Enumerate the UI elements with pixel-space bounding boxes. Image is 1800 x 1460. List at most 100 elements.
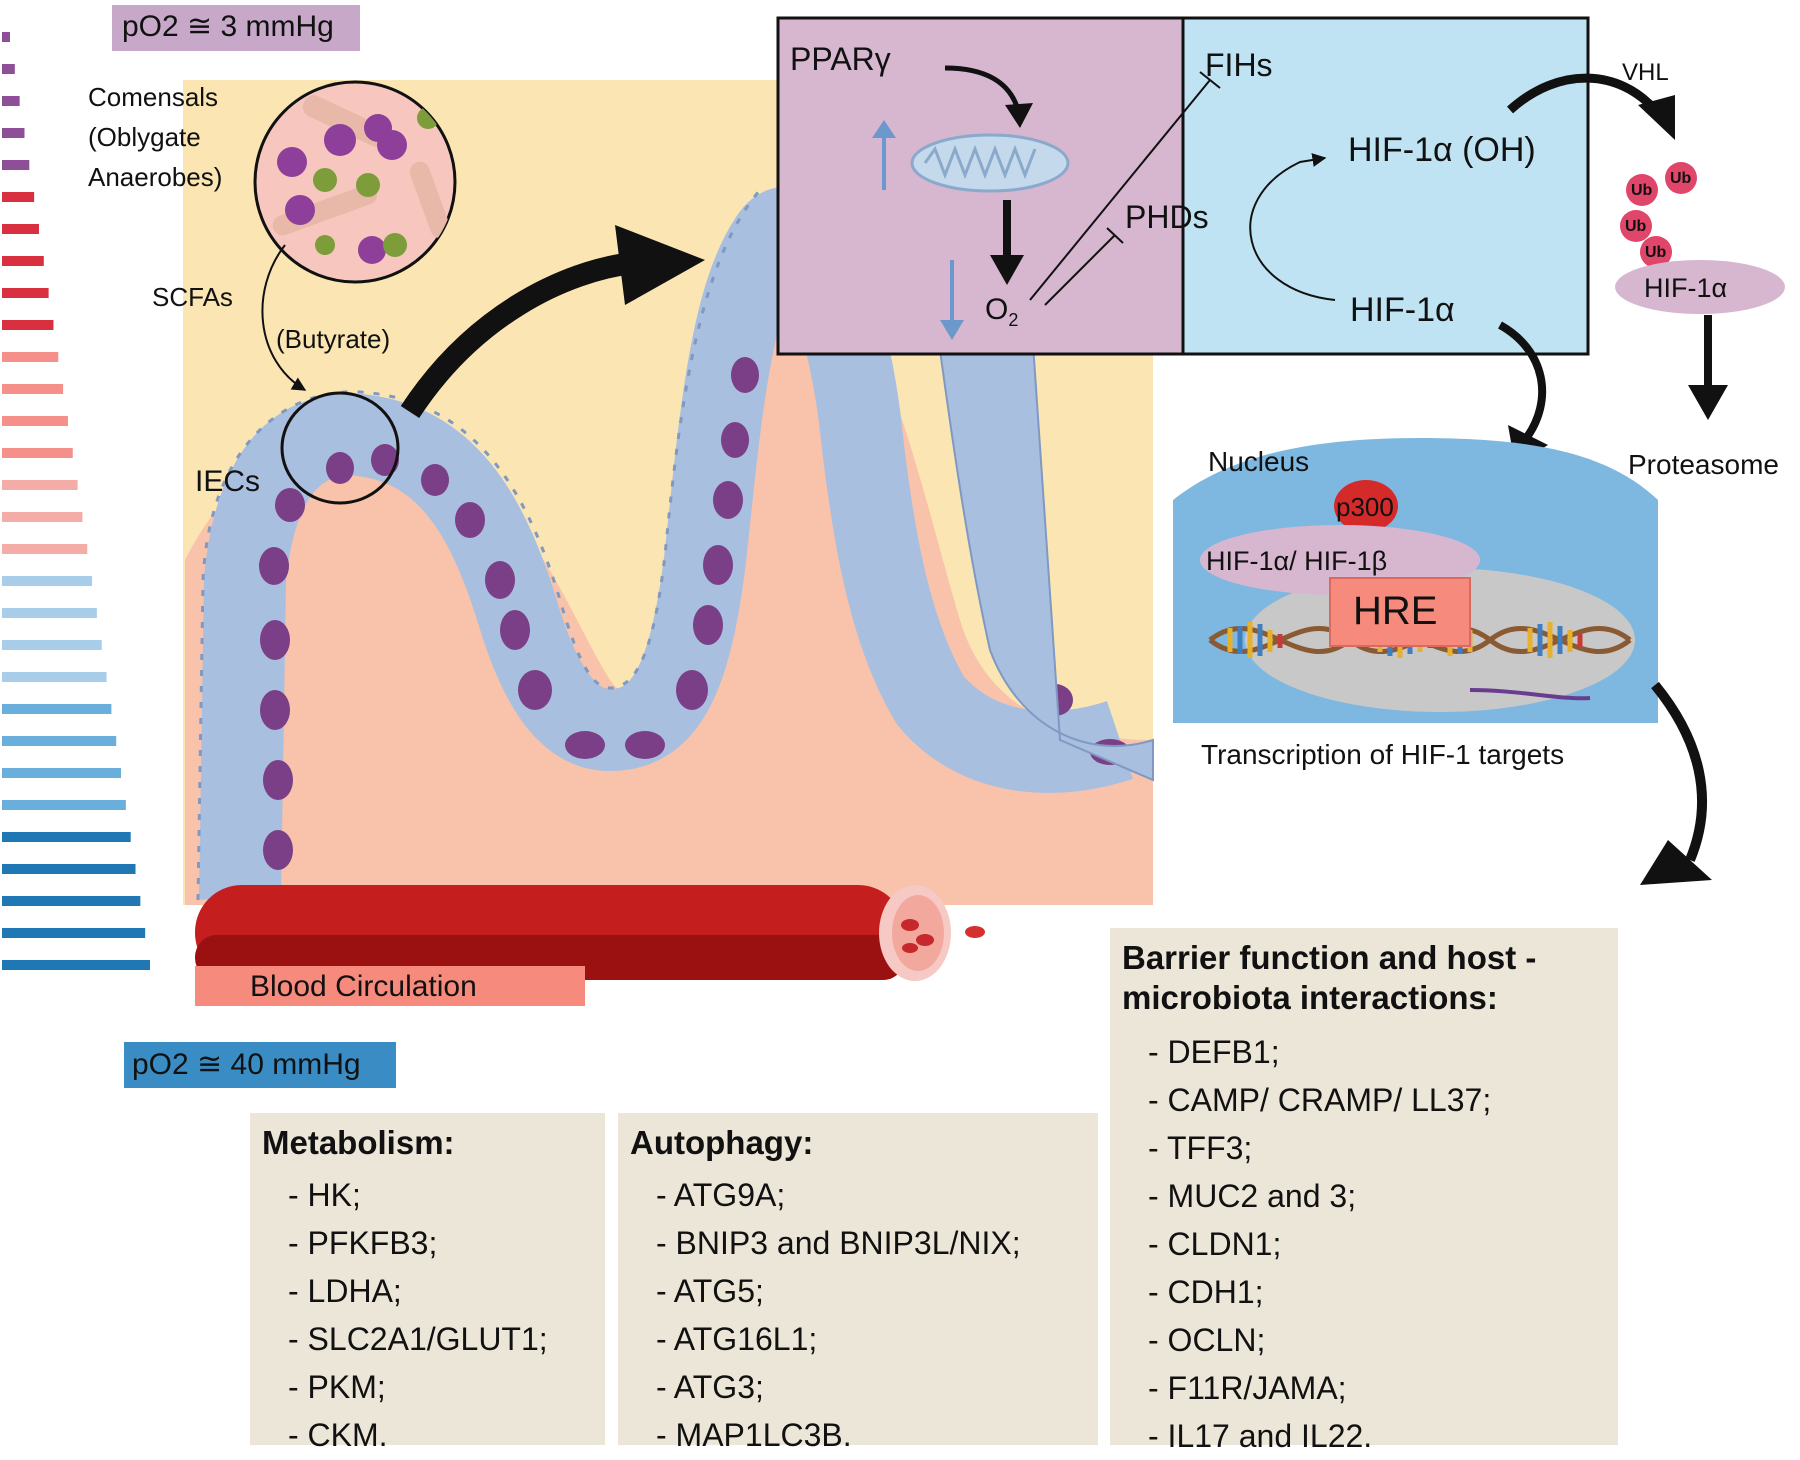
gradient-bar: [2, 576, 93, 586]
gradient-bar: [2, 480, 78, 490]
oxygen-gradient-bars: [2, 32, 150, 970]
autophagy-list: - ATG9A; - BNIP3 and BNIP3L/NIX; - ATG5; - …: [656, 1171, 1021, 1459]
gradient-bar: [2, 544, 88, 554]
gradient-bar: [2, 928, 146, 938]
po2-high-box: [124, 1042, 396, 1088]
vhl-arrow: [1506, 73, 1659, 114]
barrier-item: - CDH1;: [1148, 1274, 1264, 1310]
commensals-label-2: (Oblygate: [88, 122, 201, 152]
barrier-item: - CLDN1;: [1148, 1226, 1282, 1262]
metabolism-header: Metabolism:: [262, 1124, 455, 1161]
ub-label-1: Ub: [1670, 170, 1692, 187]
gradient-bar: [2, 160, 30, 170]
proteasome-label: Proteasome: [1628, 449, 1779, 480]
barrier-item: - CAMP/ CRAMP/ LL37;: [1148, 1082, 1492, 1118]
barrier-header-line1: Barrier function and host -: [1122, 939, 1537, 976]
gradient-bar: [2, 736, 117, 746]
gradient-bar: [2, 288, 49, 298]
gradient-bar: [2, 352, 59, 362]
gradient-bar: [2, 224, 39, 234]
barrier-header-line2: microbiota interactions:: [1122, 978, 1498, 1016]
autophagy-header: Autophagy:: [630, 1124, 814, 1161]
targets-arrow: [1651, 681, 1708, 862]
gradient-bar: [2, 320, 54, 330]
lamina-propria: [185, 276, 1153, 905]
phds-label: PHDs: [1125, 199, 1209, 235]
commensals-label-3: Anaerobes): [88, 162, 223, 192]
barrier-item: - DEFB1;: [1148, 1034, 1280, 1070]
po2-low-box: [112, 5, 360, 51]
barrier-item: - IL17 and IL22.: [1148, 1418, 1373, 1454]
hif-panel: [1181, 16, 1590, 356]
gradient-bar: [2, 192, 35, 202]
ppar-arrow: [944, 65, 1021, 111]
metabolism-item: - PFKFB3;: [288, 1225, 438, 1261]
o2-inhibits-phds: [1044, 234, 1116, 306]
gradient-bar: [2, 96, 20, 106]
autophagy-box: Autophagy: - ATG9A; - BNIP3 and BNIP3L/NI…: [618, 1113, 1098, 1453]
gradient-bar: [2, 768, 122, 778]
ub-label-4: Ub: [1645, 244, 1667, 261]
gradient-bar: [2, 384, 64, 394]
down-arrow-icon: [940, 260, 964, 340]
zoom-arrow-head: [615, 225, 705, 305]
vhl-label: VHL: [1622, 59, 1669, 86]
p300-label: p300: [1336, 492, 1394, 522]
scfas-label: SCFAs: [152, 282, 233, 312]
o2-inhibits-fihs: [1029, 79, 1211, 301]
metabolism-item: - SLC2A1/GLUT1;: [288, 1321, 548, 1357]
metabolism-item: - HK;: [288, 1177, 361, 1213]
scfa-arrow: [261, 244, 307, 391]
gradient-bar: [2, 640, 102, 650]
blood-circulation-label: Blood Circulation: [250, 970, 477, 1003]
autophagy-item: - ATG5;: [656, 1273, 764, 1309]
iecs-label: IECs: [195, 465, 261, 498]
gradient-bar: [2, 832, 131, 842]
zoom-arrow: [400, 251, 642, 419]
gradient-bar: [2, 512, 83, 522]
autophagy-item: - ATG9A;: [656, 1177, 786, 1213]
degraded-hif-ellipse: [1615, 260, 1785, 314]
hre-label: HRE: [1353, 589, 1438, 633]
o2-label: O2: [985, 293, 1019, 330]
mitochondrion: [910, 133, 1070, 193]
barrier-box: Barrier function and host - microbiota i…: [1110, 928, 1618, 1454]
metabolism-list: - HK; - PFKFB3; - LDHA; - SLC2A1/GLUT1; - PK…: [288, 1171, 548, 1459]
epithelium-band: [199, 187, 1133, 901]
po2-low-label: pO2 ≅ 3 mmHg: [122, 10, 334, 43]
gradient-bar: [2, 608, 97, 618]
degraded-hif-label: HIF-1α: [1644, 273, 1728, 303]
gradient-bar: [2, 864, 136, 874]
gradient-bar: [2, 896, 141, 906]
metabolism-item: - CKM.: [288, 1417, 388, 1453]
gradient-bar: [2, 704, 112, 714]
hif-complex-label: HIF-1α/ HIF-1β: [1206, 546, 1388, 576]
metabolism-item: - LDHA;: [288, 1273, 402, 1309]
metabolism-item: - PKM;: [288, 1369, 386, 1405]
hif-oh-label: HIF-1α (OH): [1348, 131, 1536, 169]
butyrate-label: (Butyrate): [276, 324, 391, 354]
gradient-bar: [2, 128, 25, 138]
commensals-label: Comensals: [88, 82, 219, 112]
barrier-list: - DEFB1;- CAMP/ CRAMP/ LL37;- TFF3;- MUC…: [1148, 1028, 1491, 1460]
autophagy-item: - ATG3;: [656, 1369, 764, 1405]
gradient-bar: [2, 960, 150, 970]
transcription-caption: Transcription of HIF-1 targets: [1201, 739, 1565, 770]
gradient-bar: [2, 64, 15, 74]
ppar-gamma-label: PPARγ: [790, 41, 891, 77]
autophagy-item: - BNIP3 and BNIP3L/NIX;: [656, 1225, 1021, 1261]
fihs-label: FIHs: [1205, 47, 1273, 83]
nucleus-label: Nucleus: [1208, 446, 1310, 477]
hif-to-nucleus-arrow: [1497, 321, 1547, 443]
ub-label-2: Ub: [1631, 182, 1653, 199]
barrier-item: - TFF3;: [1148, 1130, 1253, 1166]
hydroxylation-arrow: [1249, 153, 1336, 301]
autophagy-item: - ATG16L1;: [656, 1321, 818, 1357]
p300-protein: [1334, 480, 1398, 532]
gradient-bar: [2, 448, 73, 458]
ubiquitin-chain: [1620, 162, 1697, 268]
gradient-bar: [2, 672, 107, 682]
blood-label-box: [195, 966, 585, 1006]
up-arrow-icon: [872, 120, 896, 190]
